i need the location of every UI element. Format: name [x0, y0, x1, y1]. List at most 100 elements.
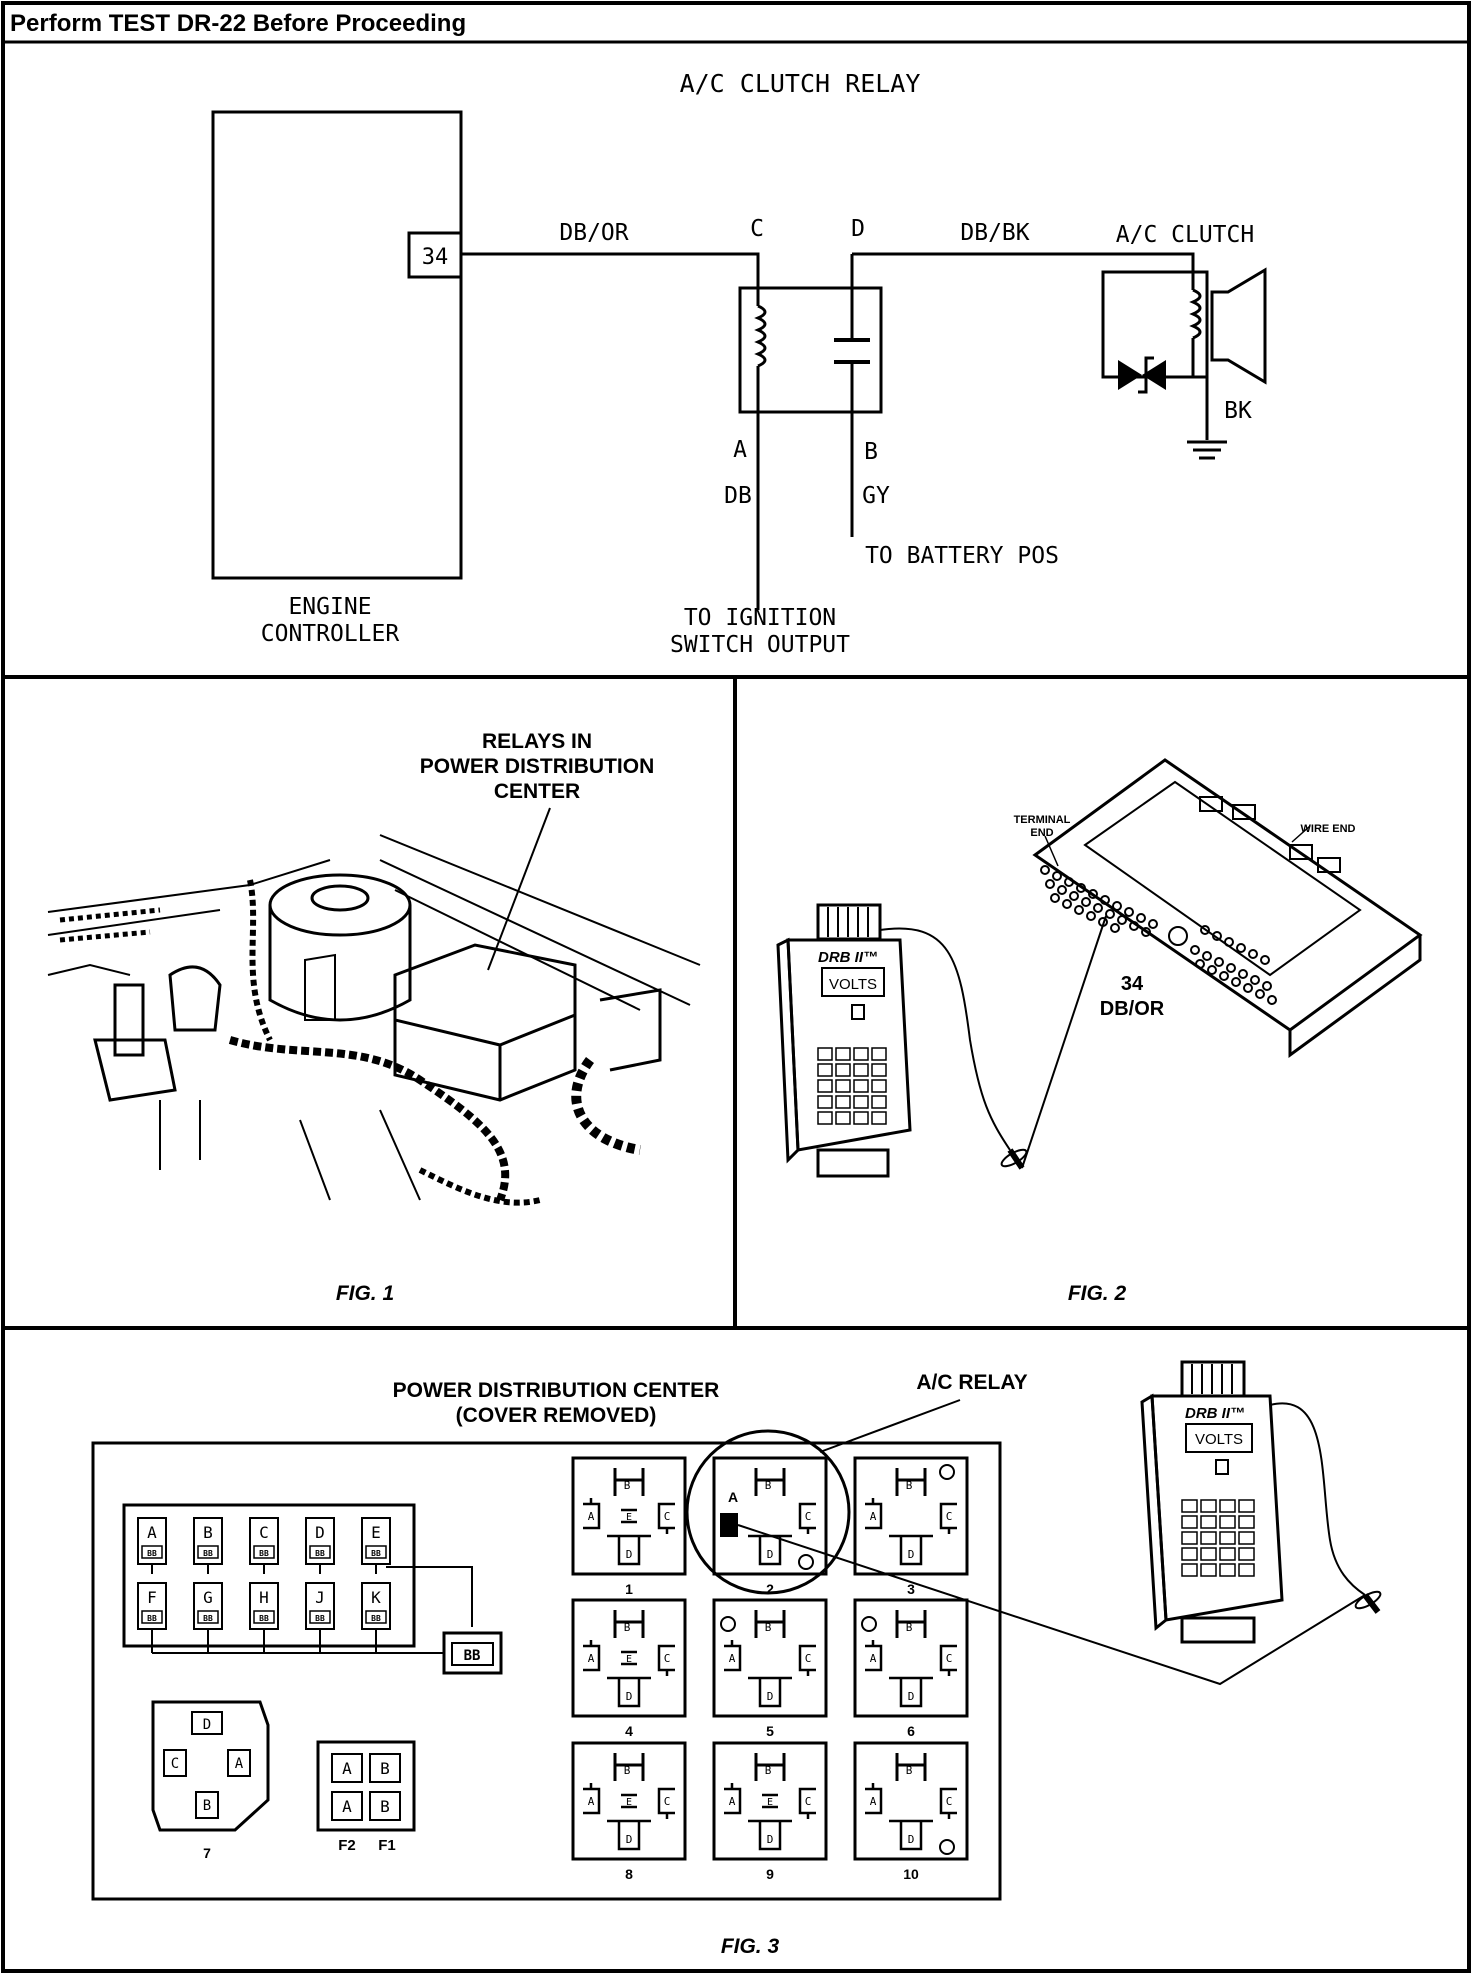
fig3-probe-pin-label: A: [728, 1489, 738, 1505]
svg-text:A: A: [729, 1795, 736, 1808]
fig3-sf-4: B: [380, 1797, 390, 1816]
fig1-engine-illustration: RELAYS IN POWER DISTRIBUTION CENTER FIG.…: [47, 730, 701, 1305]
fig2-connector-probe: TERMINAL END WIRE END 34 DB/OR DRB II™ V…: [776, 758, 1423, 1305]
svg-text:A: A: [588, 1510, 595, 1523]
fuse-inner-B: BB: [203, 1549, 213, 1558]
relay-socket-8: B A C D E 8: [571, 1741, 687, 1882]
fig2-tester-body: [786, 938, 912, 1152]
fig3-title-1: POWER DISTRIBUTION CENTER: [393, 1379, 720, 1402]
relay-number-2: 2: [766, 1581, 774, 1597]
svg-text:C: C: [664, 1795, 671, 1808]
wire-a-color: DB: [724, 483, 752, 509]
fig3-caption: FIG. 3: [721, 1935, 780, 1958]
relay-number-8: 8: [625, 1866, 633, 1882]
schematic-title: A/C CLUTCH RELAY: [680, 69, 921, 98]
svg-text:D: D: [767, 1833, 774, 1846]
relay-number-10: 10: [903, 1866, 919, 1882]
ignition-label-1: TO IGNITION: [684, 605, 836, 631]
svg-text:D: D: [908, 1548, 915, 1561]
svg-text:C: C: [946, 1510, 953, 1523]
fig3-bus-box: [442, 1631, 503, 1675]
svg-text:B: B: [906, 1621, 913, 1634]
svg-text:B: B: [765, 1764, 772, 1777]
wire-c: [461, 252, 760, 288]
svg-text:C: C: [946, 1795, 953, 1808]
svg-text:A: A: [588, 1795, 595, 1808]
svg-text:D: D: [626, 1833, 633, 1846]
svg-text:A: A: [588, 1652, 595, 1665]
svg-text:D: D: [908, 1833, 915, 1846]
fig2-terminal-end-1: TERMINAL: [1014, 814, 1071, 826]
fuse-inner-A: BB: [147, 1549, 157, 1558]
fig3-bus-label: BB: [464, 1648, 481, 1664]
svg-text:C: C: [805, 1652, 812, 1665]
fuse-letter-C: C: [259, 1523, 269, 1542]
wire-d-color: DB/BK: [960, 220, 1029, 246]
fig3-c7-top: D: [203, 1717, 211, 1733]
relay-number-3: 3: [907, 1581, 915, 1597]
controller-label: CONTROLLER: [261, 621, 400, 647]
fuse-letter-F: F: [147, 1588, 157, 1607]
svg-text:B: B: [906, 1764, 913, 1777]
relay-number-9: 9: [766, 1866, 774, 1882]
fuse-inner-D: BB: [315, 1549, 325, 1558]
fuse-inner-G: BB: [203, 1614, 213, 1623]
svg-text:D: D: [626, 1548, 633, 1561]
fig3-tester-display: VOLTS: [1195, 1431, 1243, 1448]
battery-label: TO BATTERY POS: [865, 543, 1059, 569]
page-title: Perform TEST DR-22 Before Proceeding: [10, 10, 466, 37]
svg-text:B: B: [624, 1621, 631, 1634]
fig1-pdc-box: [393, 943, 577, 1047]
svg-text:D: D: [626, 1690, 633, 1703]
clutch-symbol: [1210, 267, 1267, 385]
svg-text:C: C: [664, 1510, 671, 1523]
fig3-title-2: (COVER REMOVED): [456, 1404, 657, 1427]
fig3-sf-3: A: [342, 1797, 352, 1816]
svg-text:A: A: [870, 1652, 877, 1665]
svg-text:C: C: [805, 1510, 812, 1523]
fig3-f2-label: F2: [338, 1837, 356, 1854]
fig2-tester-brand: DRB II™: [818, 949, 878, 966]
clutch-coil: [1189, 288, 1202, 340]
svg-text:B: B: [624, 1764, 631, 1777]
fuse-letter-D: D: [315, 1523, 325, 1542]
fuse-inner-H: BB: [259, 1614, 269, 1623]
fig2-tester-display: VOLTS: [829, 976, 877, 993]
controller-pin-label: 34: [422, 245, 449, 270]
fig3-c7-right: A: [235, 1756, 244, 1772]
wire-c-color: DB/OR: [559, 220, 628, 246]
fuse-letter-K: K: [371, 1588, 381, 1607]
fuse-letter-B: B: [203, 1523, 213, 1542]
fig3-sf-2: B: [380, 1759, 390, 1778]
svg-text:E: E: [626, 1797, 632, 1808]
svg-text:D: D: [767, 1548, 774, 1561]
relay-number-6: 6: [907, 1723, 915, 1739]
engine-controller-box: [211, 110, 463, 580]
clutch-diode: [1118, 360, 1142, 390]
svg-text:B: B: [624, 1479, 631, 1492]
svg-text:E: E: [626, 1512, 632, 1523]
fig2-terminal-end-2: END: [1030, 827, 1053, 839]
fig1-leader: [487, 807, 551, 971]
fig1-caption: FIG. 1: [336, 1282, 394, 1305]
clutch-label: A/C CLUTCH: [1116, 222, 1254, 248]
fuse-inner-C: BB: [259, 1549, 269, 1558]
svg-text:E: E: [626, 1654, 632, 1665]
relay-coil: [754, 304, 767, 368]
fig3-c7-bottom: B: [203, 1798, 211, 1814]
relay-number-4: 4: [625, 1723, 633, 1739]
fig2-connector: [1032, 758, 1423, 1032]
fuse-inner-F: BB: [147, 1614, 157, 1623]
svg-text:A: A: [870, 1510, 877, 1523]
